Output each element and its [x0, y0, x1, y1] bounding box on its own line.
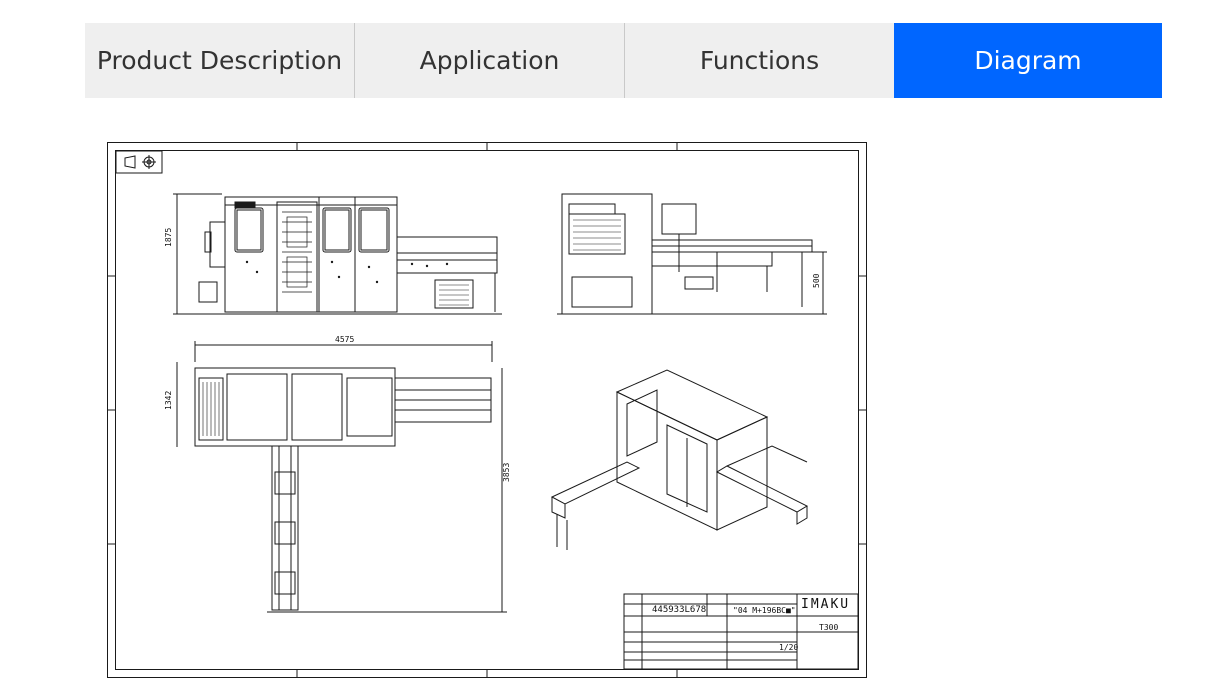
dim-top-length: 3853	[502, 463, 511, 482]
side-view: 500	[557, 193, 827, 315]
title-block-part-name: "04 M+196BC■"	[733, 606, 796, 615]
title-block-model: T300	[819, 623, 838, 632]
tab-functions[interactable]: Functions	[624, 23, 894, 98]
tab-application[interactable]: Application	[354, 23, 624, 98]
tab-diagram[interactable]: Diagram	[894, 23, 1162, 98]
dim-side-height: 500	[812, 273, 821, 288]
title-block: 445933L678 "04 M+196BC■" IMAKU T300 1/20	[623, 593, 859, 670]
machine-diagram: 1875	[107, 142, 867, 678]
title-block-drawing-number: 445933L678	[652, 605, 706, 615]
front-view: 1875	[164, 193, 502, 315]
tab-label: Product Description	[96, 46, 343, 75]
top-view: 4575 1342 3853	[164, 335, 511, 613]
title-block-brand: IMAKU	[801, 597, 850, 612]
tab-bar: Product Description Application Function…	[85, 23, 1162, 98]
tab-label: Functions	[699, 46, 820, 75]
tab-label: Diagram	[974, 46, 1082, 75]
dim-top-depth: 1342	[164, 391, 173, 410]
dim-top-width: 4575	[335, 335, 354, 344]
tab-product-description[interactable]: Product Description	[85, 23, 354, 98]
isometric-view	[550, 369, 809, 550]
projection-symbol-icon	[115, 150, 163, 174]
tab-label: Application	[419, 46, 560, 75]
dim-front-height: 1875	[164, 228, 173, 247]
title-block-scale: 1/20	[779, 643, 798, 652]
